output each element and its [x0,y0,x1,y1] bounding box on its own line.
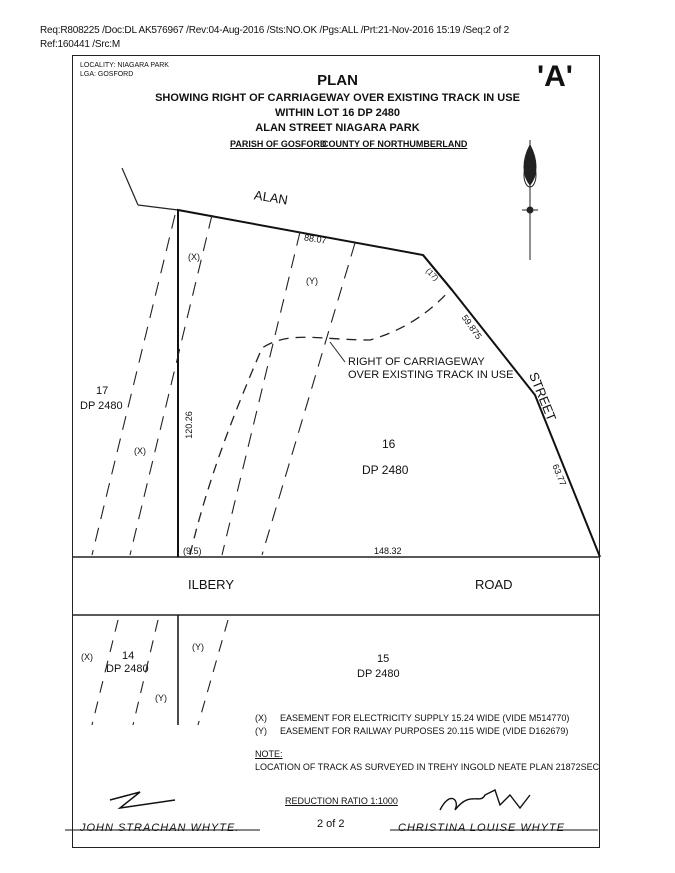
note-text: LOCATION OF TRACK AS SURVEYED IN TREHY I… [255,762,600,772]
signature-left [109,791,176,810]
page-number: 2 of 2 [317,818,345,830]
lot-14-number: 14 [122,650,135,662]
document-header-line2: Ref:160441 /Src:M [40,39,120,50]
legend-x-text: EASEMENT FOR ELECTRICITY SUPPLY 15.24 WI… [280,713,570,723]
north-arrow-icon [522,140,538,260]
easement-y-label-1: (Y) [306,276,318,286]
ilbery-label: ILBERY [188,577,235,592]
lot-15-number: 15 [377,653,390,665]
signature-right [439,789,531,811]
signatory-right: CHRISTINA LOUISE WHYTE [398,822,566,834]
lot-17-number: 17 [96,385,109,397]
easement-x-label-2: (X) [134,446,146,456]
lot-15-dp: DP 2480 [357,668,400,680]
legend-y-key: (Y) [255,726,267,736]
plan-mark: 'A' [537,60,573,93]
roc-label-1: RIGHT OF CARRIAGEWAY [348,356,485,368]
note-heading: NOTE: [255,749,283,759]
parish-label: PARISH OF GOSFORD [230,139,327,149]
county-label: COUNTY OF NORTHUMBERLAND [322,139,468,149]
existing-track-line [189,289,451,556]
alan-street-edge-b [137,204,179,211]
lga-label: LGA: GOSFORD [80,71,134,78]
easement-lines-lower [91,619,229,726]
legend-y-text: EASEMENT FOR RAILWAY PURPOSES 20.115 WID… [280,726,569,736]
road-label: ROAD [475,577,513,592]
easement-x-label-3: (X) [81,652,93,662]
easement-x-label-1: (X) [188,252,200,262]
easement-y-label-3: (Y) [155,693,167,703]
lot-16-dp: DP 2480 [362,463,409,477]
lot-16-number: 16 [382,437,396,451]
lot-17-dp: DP 2480 [80,400,123,412]
plan-subtitle-2: WITHIN LOT 16 DP 2480 [274,107,401,119]
legend-x-key: (X) [255,713,267,723]
plan-subtitle-3: ALAN STREET NIAGARA PARK [255,122,420,134]
reduction-ratio: REDUCTION RATIO 1:1000 [285,796,398,806]
plan-title: PLAN [317,72,358,89]
locality-label: LOCALITY: NIAGARA PARK [80,62,169,69]
plan-subtitle-1: SHOWING RIGHT OF CARRIAGEWAY OVER EXISTI… [155,92,520,104]
dim-bottom: 148.32 [374,546,402,556]
lot-14-dp: DP 2480 [106,663,149,675]
dim-left: 120.26 [183,411,194,439]
alan-street-edge-a [121,167,139,206]
document-header-line1: Req:R808225 /Doc:DL AK576967 /Rev:04-Aug… [40,25,509,36]
easement-lines-upper [91,214,356,556]
roc-label-2: OVER EXISTING TRACK IN USE [348,369,514,381]
signatory-left: JOHN STRACHAN WHYTE. [80,822,240,834]
plan-frame [72,55,600,848]
easement-y-label-2: (Y) [192,642,204,652]
dim-corner: (9.5) [183,546,202,556]
